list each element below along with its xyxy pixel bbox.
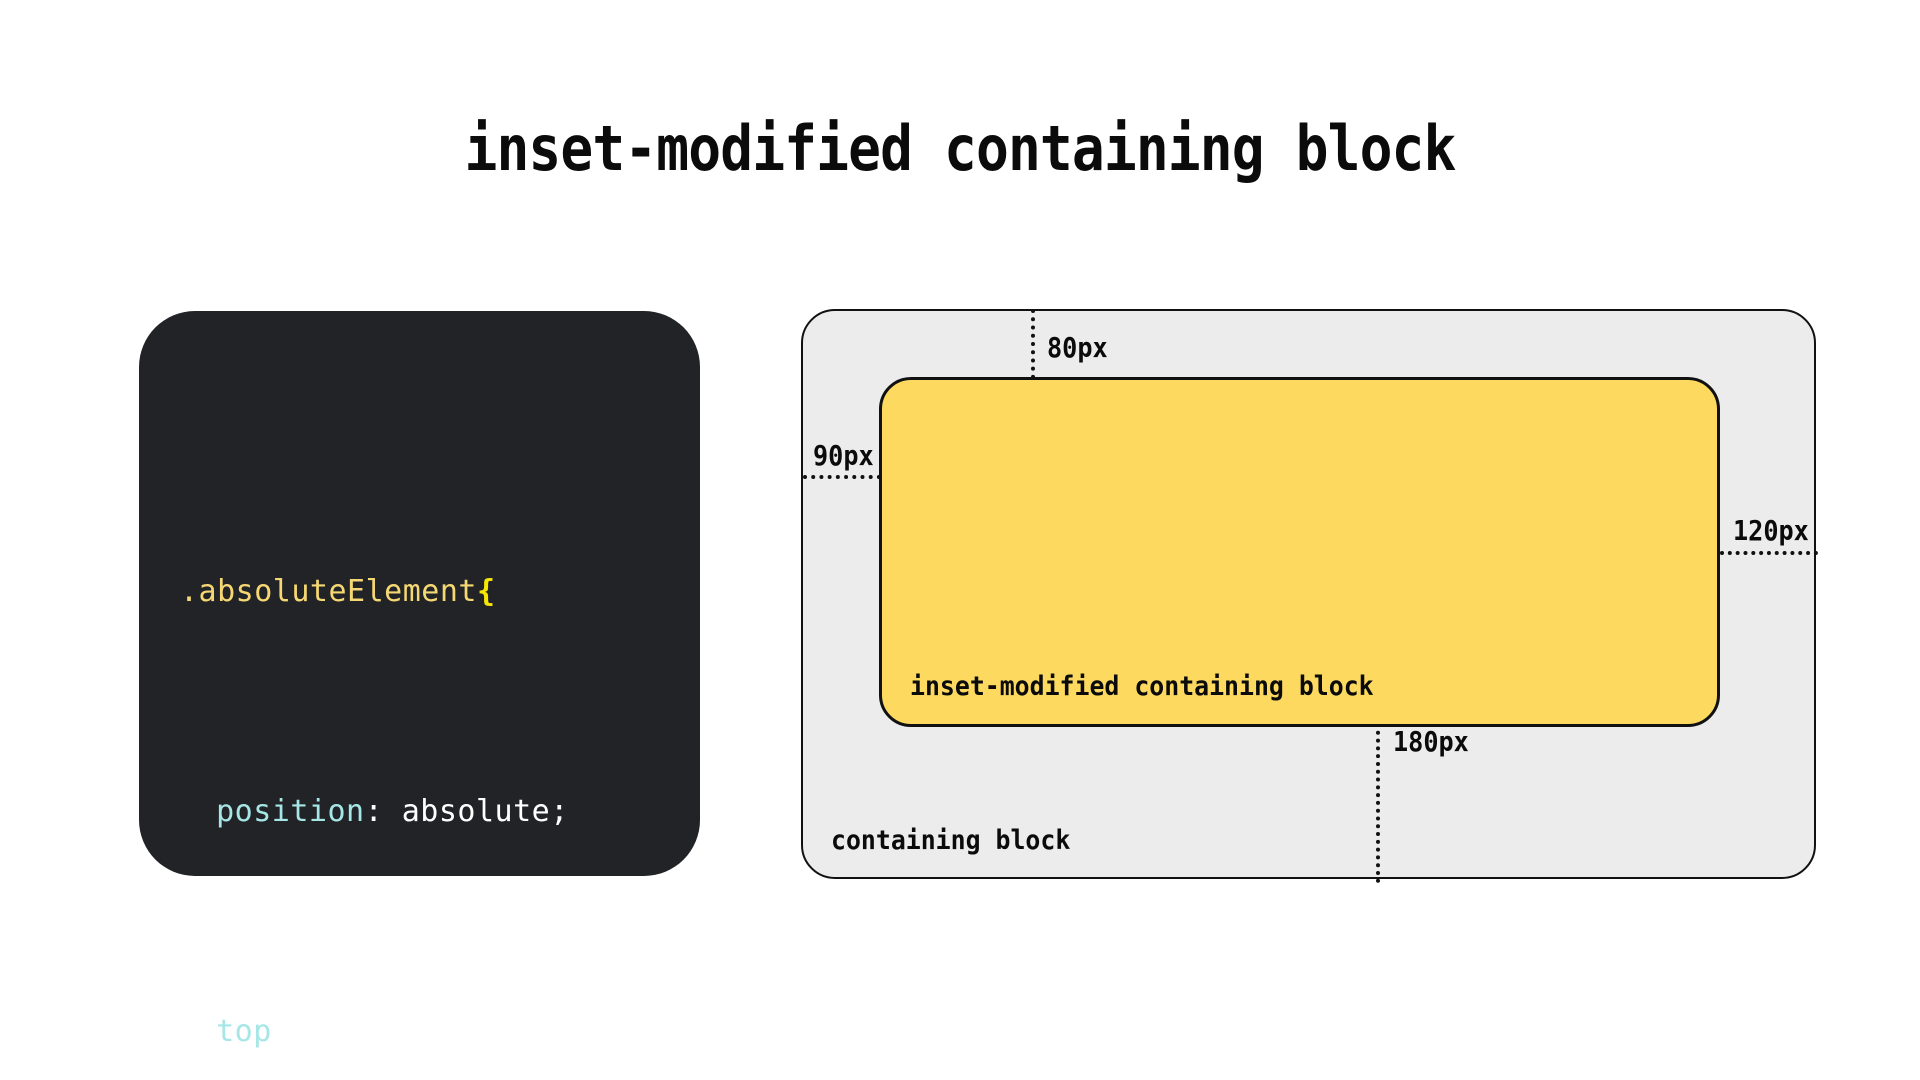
guide-line-right [1720, 551, 1818, 555]
inset-modified-containing-block: inset-modified containing block [879, 377, 1720, 727]
open-brace: { [476, 574, 496, 609]
inset-modified-block-label: inset-modified containing block [910, 671, 1374, 702]
page-title: inset-modified containing block [464, 112, 1456, 185]
code-panel: .absoluteElement{ position: absolute; to… [139, 311, 700, 1049]
css-value-top: 8Øpx; [308, 1014, 402, 1049]
code-line-declaration: position: absolute; [180, 784, 569, 839]
css-separator: : [364, 794, 402, 829]
guide-line-left [803, 475, 881, 479]
code-line-selector: .absoluteElement{ [180, 564, 569, 619]
containing-block: 80px 90px 120px 180px inset-modified con… [801, 309, 1818, 883]
css-property-position: position [216, 794, 365, 829]
box-model-diagram: 80px 90px 120px 180px inset-modified con… [801, 309, 1818, 883]
code-listing: .absoluteElement{ position: absolute; to… [180, 399, 569, 1080]
guide-line-bottom [1376, 723, 1380, 883]
css-value-position: absolute; [401, 794, 569, 829]
css-selector: .absoluteElement [180, 574, 477, 609]
guide-line-top [1031, 309, 1035, 379]
guide-label-bottom: 180px [1393, 725, 1469, 758]
containing-block-label: containing block [831, 825, 1071, 856]
guide-label-left: 90px [813, 439, 874, 472]
guide-label-top: 80px [1047, 331, 1108, 364]
guide-label-right: 120px [1733, 514, 1809, 547]
css-property-top: top [216, 1014, 272, 1049]
code-line-declaration: top: 8Øpx; [180, 1004, 569, 1059]
css-separator: : [271, 1014, 309, 1049]
